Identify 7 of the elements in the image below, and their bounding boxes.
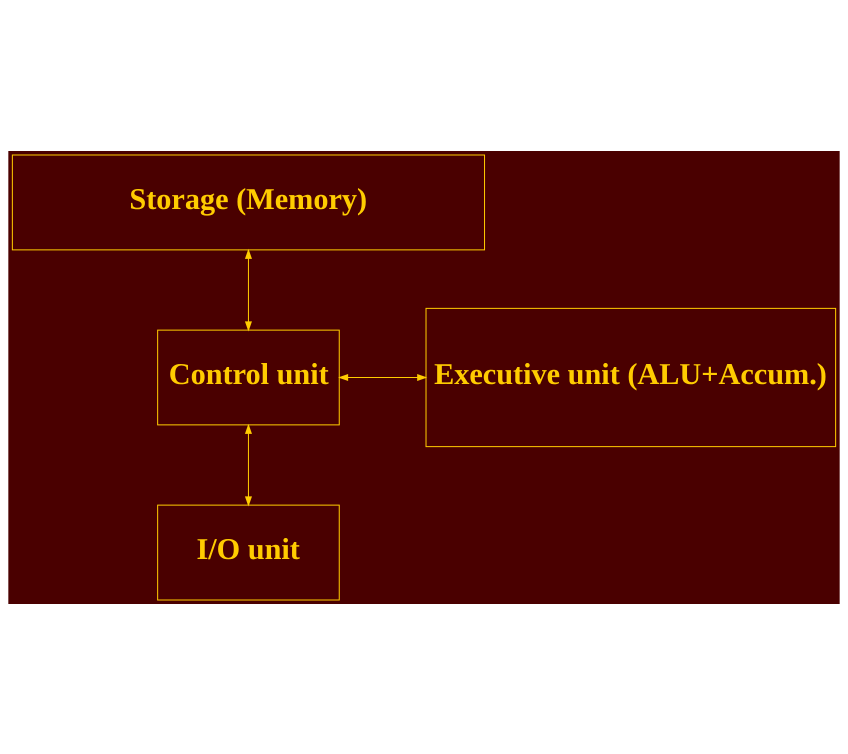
node-box: Storage (Memory) [12, 154, 486, 250]
node-box: Executive unit (ALU+Accum.) [426, 307, 836, 447]
arrow [244, 423, 252, 506]
node-box: I/O unit [157, 504, 340, 600]
arrow [338, 373, 428, 381]
node-box: Control unit [157, 329, 340, 425]
arrow [244, 248, 252, 331]
